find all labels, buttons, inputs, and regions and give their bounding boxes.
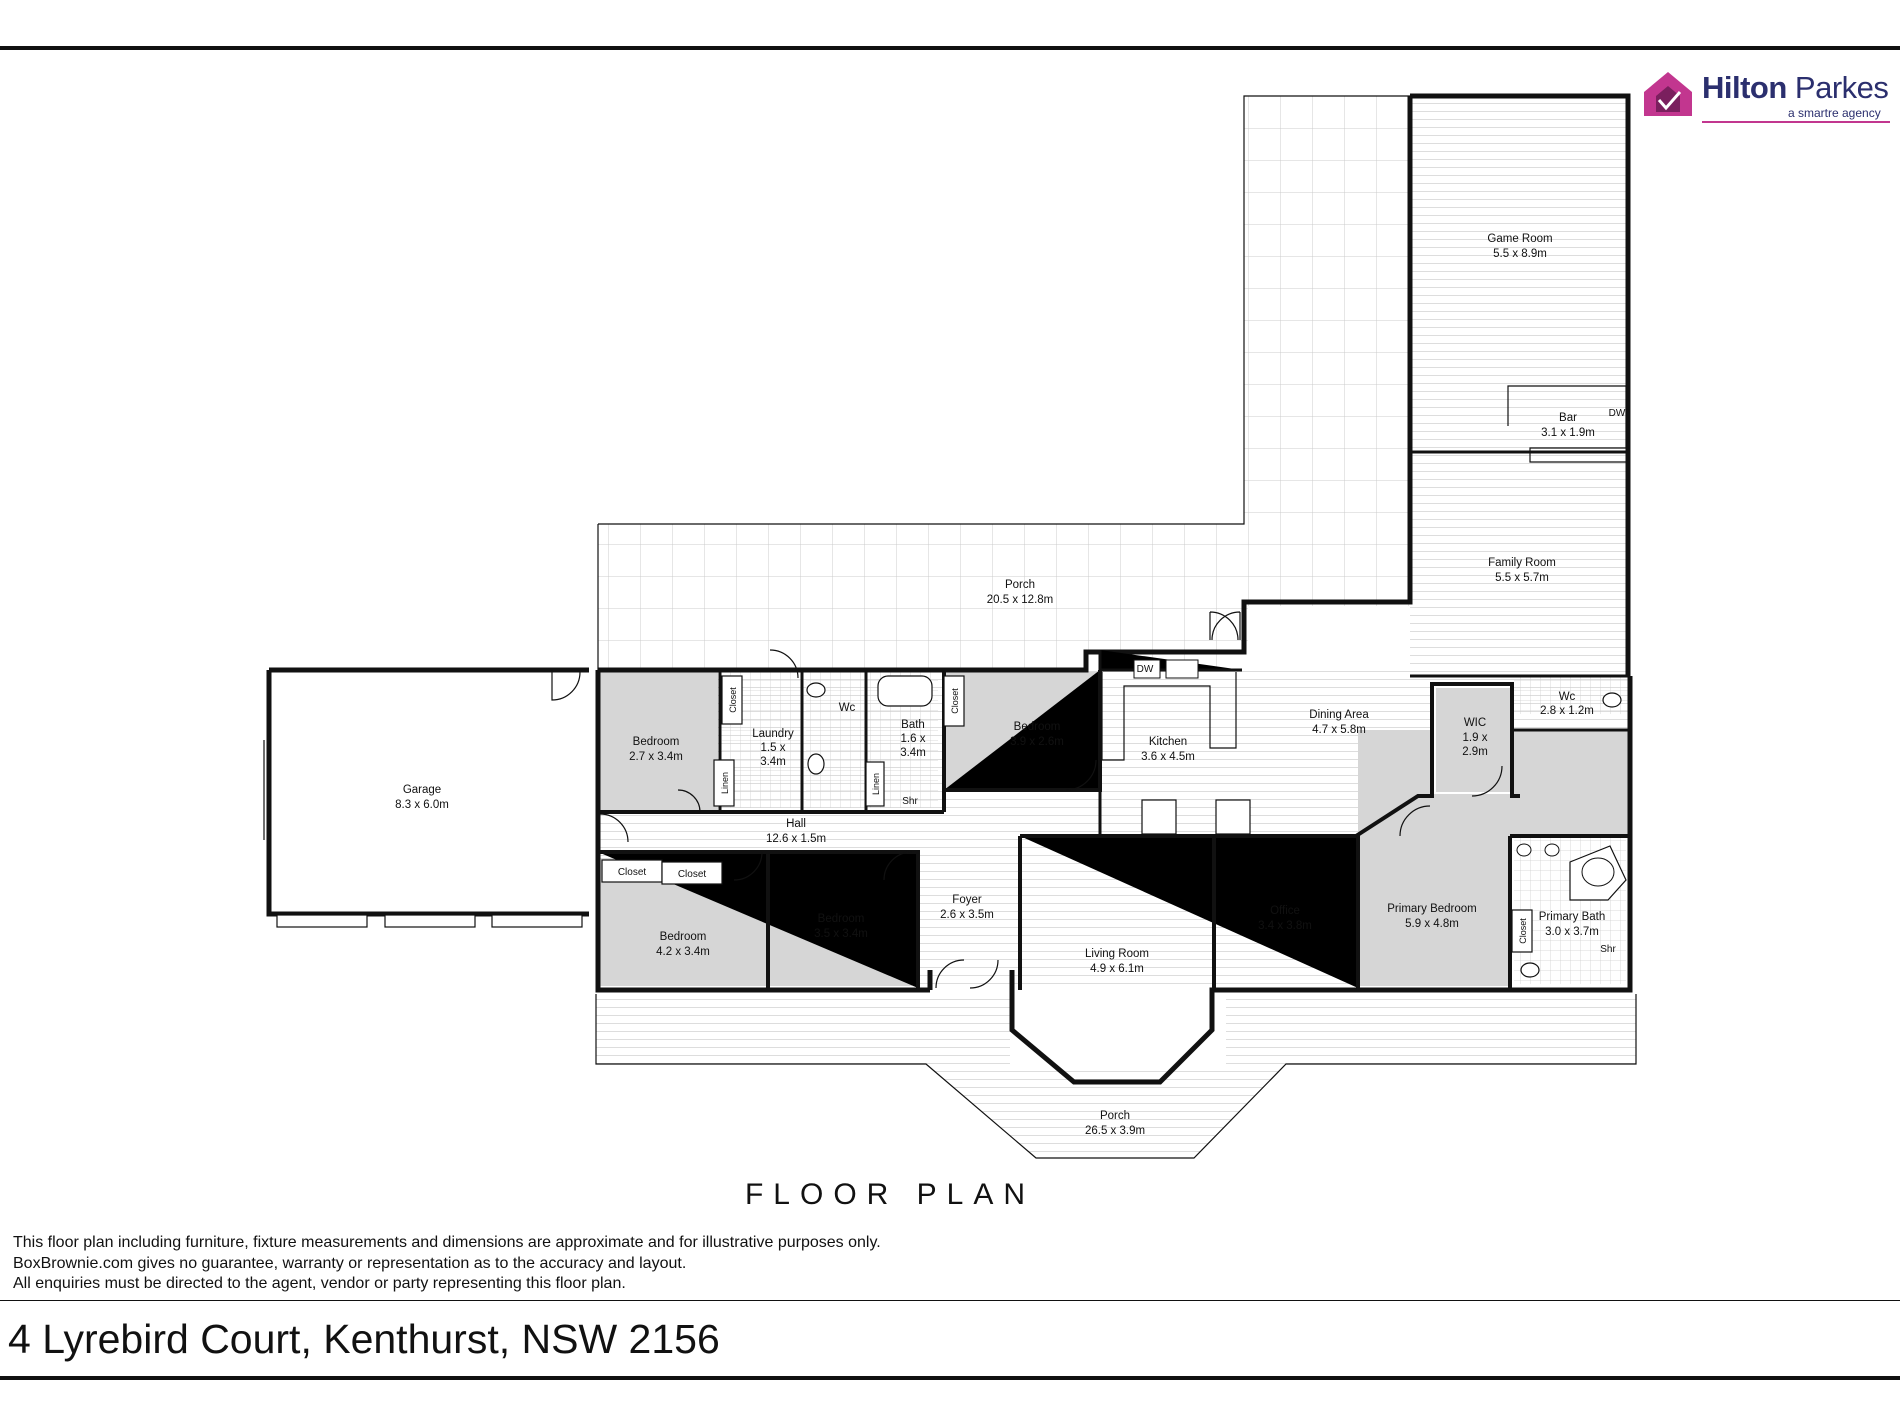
disclaimer-line-2: BoxBrownie.com gives no guarantee, warra… [13,1254,687,1272]
garage-name: Garage [403,784,441,796]
wic-name: WIC [1464,717,1486,729]
disclaimer-line-3: All enquiries must be directed to the ag… [13,1275,626,1292]
hall-size: 12.6 x 1.5m [766,833,826,845]
living-room-size: 4.9 x 6.1m [1090,963,1144,975]
office-name: Office [1270,905,1300,917]
bottom-rule [0,1376,1900,1380]
rear-porch-size: 20.5 x 12.8m [987,594,1053,606]
toilet-icon [1520,962,1540,978]
toilet-icon [806,682,826,698]
brand-logo: Hilton Parkes a smartre agency [1640,66,1890,130]
game-room-size: 5.5 x 8.9m [1493,248,1547,260]
bar-fixtures [1507,385,1627,463]
closet-label-1: Closet [618,867,647,878]
bath-name: Bath [901,719,925,731]
brand-underline [1702,121,1890,123]
disclaimer: This floor plan including furniture, fix… [13,1233,881,1295]
laundry-name: Laundry [752,728,794,740]
brand-name-part2: Parkes [1786,70,1889,105]
front-porch-size: 26.5 x 3.9m [1085,1125,1145,1137]
bar-dishwasher: DW [1609,408,1626,419]
bar-name: Bar [1559,412,1577,424]
basin-icon [1544,843,1560,857]
primary-bath-size: 3.0 x 3.7m [1545,926,1599,938]
basin-icon [1516,843,1532,857]
bedroom-1-size: 2.7 x 3.4m [629,751,683,763]
toilet-icon [1602,692,1622,708]
bedroom-4-name: Bedroom [818,913,865,925]
brand-name: Hilton Parkes [1702,70,1889,106]
bath-size-2: 3.4m [900,747,926,759]
front-porch [595,994,1637,1159]
rear-porch [597,95,1410,670]
wc-main-label: Wc [839,702,856,714]
kitchen-name: Kitchen [1149,736,1187,748]
game-room-name: Game Room [1487,233,1552,245]
bathtub-icon [877,675,933,707]
brand-name-part1: Hilton [1702,70,1787,105]
living-room-name: Living Room [1085,948,1149,960]
family-room-size: 5.5 x 5.7m [1495,572,1549,584]
closet-label-3: Closet [728,687,738,713]
closet-label-2: Closet [678,869,707,880]
family-room-name: Family Room [1488,557,1556,569]
garage [263,667,589,928]
shower-ensuite-label: Shr [1600,944,1616,955]
foyer-size: 2.6 x 3.5m [940,909,994,921]
doors [599,611,1503,989]
basin-icon [807,753,825,775]
bath-fixtures [806,675,1627,978]
primary-bath-name: Primary Bath [1539,911,1605,923]
house-logo-icon [1644,72,1692,116]
wc-ensuite-size: 2.8 x 1.2m [1540,705,1594,717]
closet-label-4: Closet [950,688,960,714]
wic-size-2: 2.9m [1462,746,1488,758]
bath-size-1: 1.6 x [901,733,926,745]
kitchen-fixtures [1101,659,1251,835]
shower-main-label: Shr [902,796,918,807]
bedroom-3-name: Bedroom [660,931,707,943]
brand-tagline: a smartre agency [1788,106,1881,120]
interior-walls [598,450,1628,990]
address-top-rule [0,1300,1900,1301]
kitchen-dishwasher: DW [1137,664,1154,675]
linen-label-2: Linen [871,773,881,795]
floor-plan-heading: FLOOR PLAN [744,1178,1036,1211]
top-rule [0,46,1900,50]
rear-porch-name: Porch [1005,579,1035,591]
primary-bedroom-name: Primary Bedroom [1387,903,1476,915]
foyer-name: Foyer [952,894,982,906]
dining-size: 4.7 x 5.8m [1312,724,1366,736]
primary-bedroom-size: 5.9 x 4.8m [1405,918,1459,930]
hall-name: Hall [786,818,806,830]
front-porch-name: Porch [1100,1110,1130,1122]
kitchen-size: 3.6 x 4.5m [1141,751,1195,763]
linen-label-1: Linen [720,772,730,794]
bedroom-1-name: Bedroom [633,736,680,748]
bedroom-2-name: Bedroom [1014,721,1061,733]
garage-size: 8.3 x 6.0m [395,799,449,811]
laundry-size-2: 3.4m [760,756,786,768]
laundry-size-1: 1.5 x [761,742,786,754]
bar-size: 3.1 x 1.9m [1541,427,1595,439]
bedroom-2-size: 3.9 x 2.6m [1010,736,1064,748]
wc-ensuite-name: Wc [1559,691,1576,703]
bedroom-3-size: 4.2 x 3.4m [656,946,710,958]
room-labels: Game Room 5.5 x 8.9m Bar 3.1 x 1.9m DW F… [395,233,1626,1137]
office-size: 3.4 x 3.8m [1258,920,1312,932]
wic-size-1: 1.9 x [1463,732,1488,744]
bedroom-4-size: 3.5 x 3.4m [814,928,868,940]
property-address: 4 Lyrebird Court, Kenthurst, NSW 2156 [8,1316,720,1362]
dining-name: Dining Area [1309,709,1369,721]
exterior-walls [595,93,1633,1085]
closet-label-5: Closet [1518,918,1528,944]
disclaimer-line-1: This floor plan including furniture, fix… [13,1234,881,1251]
